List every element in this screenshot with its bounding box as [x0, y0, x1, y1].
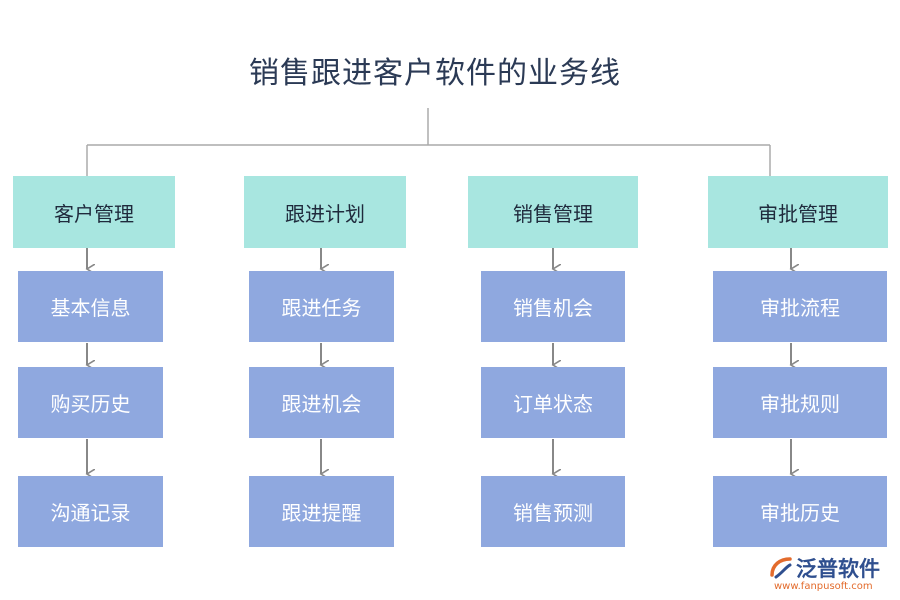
head-box-3: 销售管理: [468, 176, 638, 248]
diagram-title: 销售跟进客户软件的业务线: [249, 56, 621, 91]
item-box-2-1: 跟进任务: [249, 271, 394, 342]
logo-url: www.fanpusoft.com: [774, 581, 873, 592]
item-box-4-2: 审批规则: [713, 367, 887, 438]
item-box-2-2: 跟进机会: [249, 367, 394, 438]
item-box-4-1: 审批流程: [713, 271, 887, 342]
item-box-1-1: 基本信息: [18, 271, 163, 342]
logo-name: 泛普软件: [796, 557, 880, 581]
head-box-2: 跟进计划: [244, 176, 406, 248]
item-box-2-3: 跟进提醒: [249, 476, 394, 547]
head-box-1: 客户管理: [13, 176, 175, 248]
item-box-3-1: 销售机会: [481, 271, 625, 342]
item-box-3-3: 销售预测: [481, 476, 625, 547]
head-box-4: 审批管理: [708, 176, 888, 248]
brand-logo: 泛普软件 www.fanpusoft.com: [768, 553, 893, 595]
item-box-4-3: 审批历史: [713, 476, 887, 547]
item-box-1-3: 沟通记录: [18, 476, 163, 547]
item-box-3-2: 订单状态: [481, 367, 625, 438]
logo-mark-icon: [770, 557, 792, 579]
item-box-1-2: 购买历史: [18, 367, 163, 438]
